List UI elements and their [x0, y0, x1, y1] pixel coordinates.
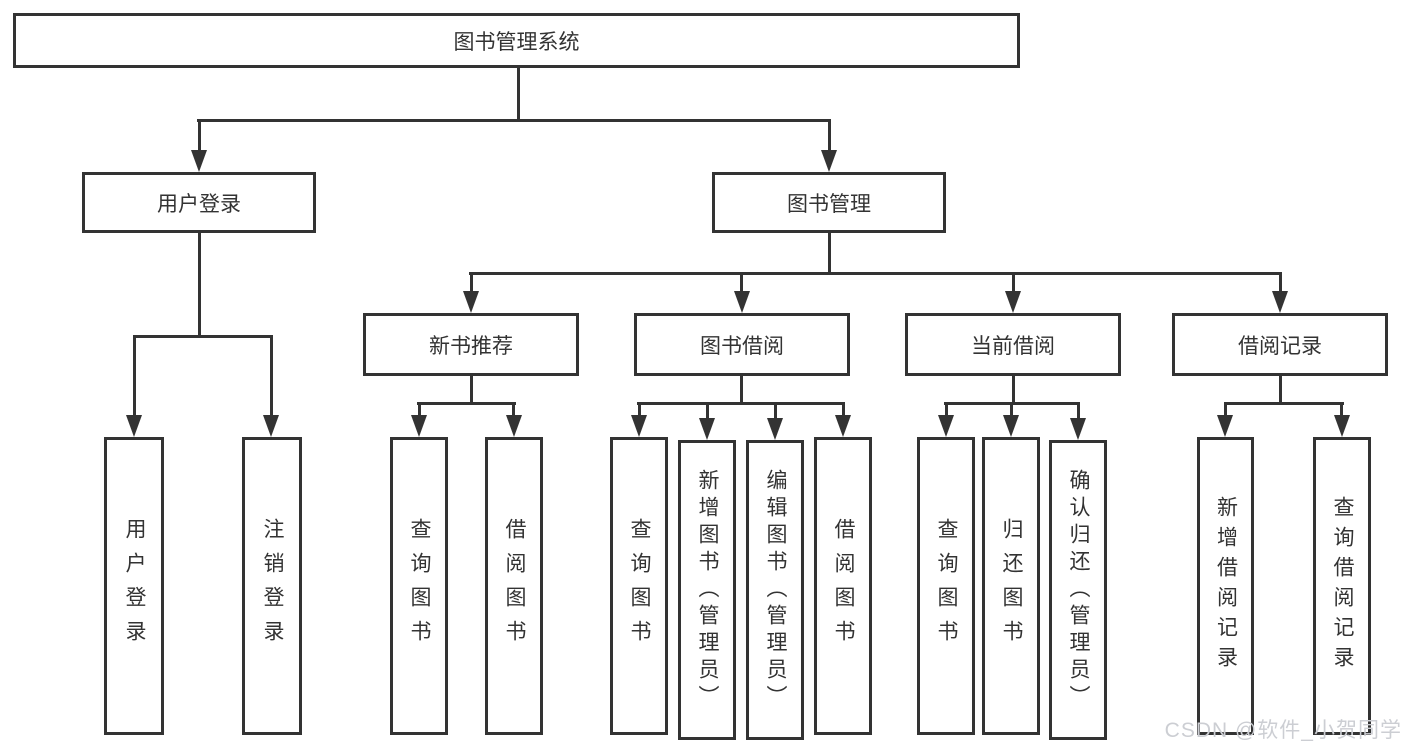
node-borrow-record: 借阅记录 — [1172, 313, 1388, 376]
connector-line — [706, 404, 709, 423]
node-user-login: 用户登录 — [82, 172, 316, 233]
arrow-down-icon — [191, 150, 207, 172]
connector-line — [1012, 376, 1015, 405]
node-label: 图书借阅 — [700, 334, 784, 358]
node-label: 借阅图书 — [832, 518, 855, 654]
connector-line — [740, 376, 743, 405]
connector-line — [828, 233, 831, 274]
connector-line — [417, 402, 516, 405]
connector-line — [1224, 402, 1344, 405]
connector-line — [469, 272, 1282, 275]
leaf-add-books-admin: 新增图书（管理员） — [678, 440, 736, 740]
arrow-down-icon — [1005, 291, 1021, 313]
leaf-borrow-books: 借阅图书 — [814, 437, 872, 735]
node-label: 图书管理系统 — [453, 30, 580, 54]
leaf-edit-books-admin: 编辑图书（管理员） — [746, 440, 804, 740]
leaf-query-books: 查询图书 — [917, 437, 975, 735]
leaf-user-login: 用户登录 — [104, 437, 164, 735]
node-label: 归还图书 — [1000, 518, 1023, 654]
leaf-logout: 注销登录 — [242, 437, 302, 735]
node-label: 新增图书（管理员） — [696, 468, 719, 712]
arrow-down-icon — [411, 415, 427, 437]
connector-line — [197, 119, 831, 122]
connector-line — [638, 404, 641, 420]
connector-line — [517, 68, 520, 122]
leaf-add-borrow-record: 新增借阅记录 — [1197, 437, 1254, 735]
connector-line — [1012, 274, 1015, 294]
connector-line — [1279, 274, 1282, 294]
arrow-down-icon — [938, 415, 954, 437]
arrow-down-icon — [463, 291, 479, 313]
arrow-down-icon — [263, 415, 279, 437]
arrow-down-icon — [1272, 291, 1288, 313]
connector-line — [1224, 404, 1227, 420]
node-book-borrow: 图书借阅 — [634, 313, 850, 376]
arrow-down-icon — [734, 291, 750, 313]
connector-line — [944, 402, 1080, 405]
node-label: 新增借阅记录 — [1214, 496, 1238, 676]
arrow-down-icon — [1217, 415, 1233, 437]
connector-line — [418, 404, 421, 420]
node-label: 查询图书 — [408, 518, 431, 654]
leaf-query-books: 查询图书 — [610, 437, 668, 735]
arrow-down-icon — [767, 418, 783, 440]
connector-line — [512, 404, 515, 420]
connector-line — [1010, 404, 1013, 420]
connector-line — [270, 337, 273, 417]
connector-line — [470, 376, 473, 405]
connector-line — [945, 404, 948, 420]
arrow-down-icon — [506, 415, 522, 437]
connector-line — [740, 274, 743, 294]
connector-line — [198, 233, 201, 337]
node-root: 图书管理系统 — [13, 13, 1020, 68]
connector-line — [1279, 376, 1282, 405]
leaf-query-borrow-record: 查询借阅记录 — [1313, 437, 1371, 735]
connector-line — [470, 274, 473, 294]
node-label: 注销登录 — [261, 518, 284, 654]
arrow-down-icon — [1334, 415, 1350, 437]
connector-line — [637, 402, 845, 405]
node-label: 借阅记录 — [1238, 334, 1322, 358]
node-label: 借阅图书 — [503, 518, 526, 654]
node-label: 确认归还（管理员） — [1067, 468, 1090, 712]
connector-line — [774, 404, 777, 423]
node-label: 查询图书 — [935, 518, 958, 654]
arrow-down-icon — [631, 415, 647, 437]
connector-line — [198, 121, 201, 154]
csdn-watermark: CSDN @软件_小贺同学 — [1164, 719, 1402, 742]
leaf-borrow-books: 借阅图书 — [485, 437, 543, 735]
arrow-down-icon — [126, 415, 142, 437]
leaf-confirm-return-admin: 确认归还（管理员） — [1049, 440, 1107, 740]
arrow-down-icon — [821, 150, 837, 172]
connector-line — [133, 337, 136, 417]
node-new-book-recommend: 新书推荐 — [363, 313, 579, 376]
node-book-management: 图书管理 — [712, 172, 946, 233]
connector-line — [842, 404, 845, 420]
connector-line — [1340, 404, 1343, 420]
node-label: 查询借阅记录 — [1331, 496, 1354, 676]
node-label: 当前借阅 — [971, 334, 1055, 358]
node-label: 新书推荐 — [429, 334, 513, 358]
arrow-down-icon — [1070, 418, 1086, 440]
node-label: 图书管理 — [787, 192, 871, 216]
node-label: 用户登录 — [123, 518, 146, 654]
node-current-borrow: 当前借阅 — [905, 313, 1121, 376]
arrow-down-icon — [699, 418, 715, 440]
node-label: 查询图书 — [628, 518, 651, 654]
connector-line — [828, 121, 831, 154]
connector-line — [1077, 404, 1080, 423]
leaf-query-books: 查询图书 — [390, 437, 448, 735]
arrow-down-icon — [835, 415, 851, 437]
arrow-down-icon — [1003, 415, 1019, 437]
node-label: 用户登录 — [157, 192, 241, 216]
node-label: 编辑图书（管理员） — [764, 468, 787, 712]
connector-line — [133, 335, 273, 338]
leaf-return-books: 归还图书 — [982, 437, 1040, 735]
